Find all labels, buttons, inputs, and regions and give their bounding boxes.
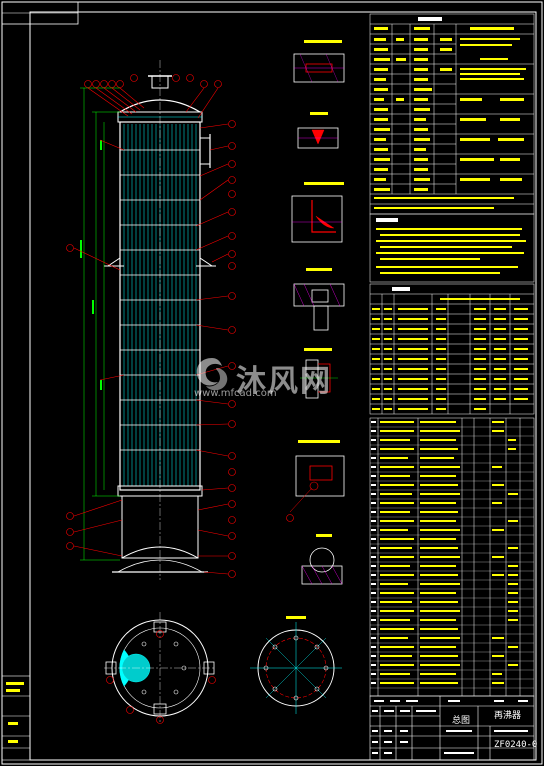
- inner-frame: [29, 11, 537, 761]
- watermark-url: www.mfcad.com: [194, 388, 277, 399]
- tube-bundle: [123, 124, 197, 486]
- support-lug-right: [199, 257, 214, 267]
- nozzle-table: [369, 283, 535, 415]
- part-balloons: [66, 74, 236, 578]
- left-revision-strip: [1, 675, 31, 761]
- watermark-text: 沐风网: [236, 364, 332, 399]
- design-data-table: [369, 13, 535, 215]
- vertical-dimensions: [80, 87, 120, 561]
- title-block: [369, 695, 535, 761]
- parts-list-cells: [380, 421, 518, 684]
- parts-list-table: [369, 417, 535, 697]
- drawing-name: 再沸器: [494, 711, 522, 721]
- technical-requirements: [369, 213, 535, 283]
- watermark: 沐风网 www.mfcad.com: [190, 356, 350, 402]
- parts-list-rows: [370, 426, 534, 689]
- nozzle-table-cells: [372, 287, 528, 410]
- plan-view-top: [104, 612, 216, 724]
- detail-views: [286, 40, 345, 585]
- drawing-subtitle: 总图: [452, 716, 471, 726]
- plan-view-flange: [250, 616, 342, 714]
- reboiler-vessel: [104, 60, 216, 580]
- drawing-number: ZF0240-0: [494, 740, 538, 750]
- side-nozzle: [199, 137, 211, 165]
- watermark-logo-icon: [196, 358, 228, 391]
- design-data-cells: [374, 17, 526, 209]
